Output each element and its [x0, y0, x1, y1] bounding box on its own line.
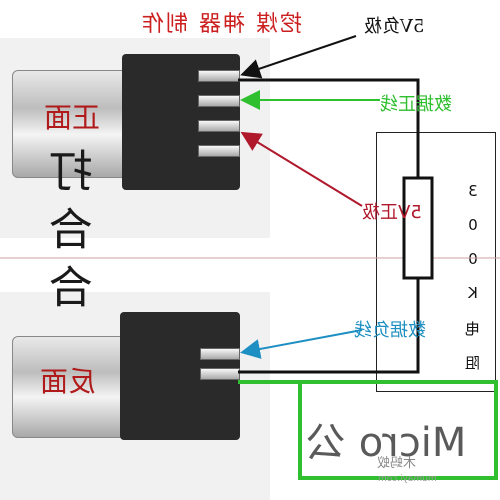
black-wire-top	[238, 78, 420, 178]
top-pin-3	[198, 120, 240, 132]
black-wire-bottom	[238, 278, 420, 374]
resistor-box	[376, 132, 496, 392]
label-5v-positive: 5V正极	[362, 202, 422, 223]
label-data-positive: 数据正线	[380, 94, 452, 115]
label-5v-negative: 5V负极	[364, 16, 425, 37]
label-data-negative: 数据负线	[354, 320, 426, 341]
watermark-url: mumayi.com	[378, 474, 437, 484]
resistor-symbol	[402, 176, 434, 280]
top-pin-1	[198, 70, 240, 82]
arrow-data-negative	[240, 329, 363, 359]
top-pin-4	[198, 145, 240, 157]
arrow-5v-negative	[240, 35, 357, 79]
top-pin-2	[198, 95, 240, 107]
bottom-pin-2	[200, 368, 240, 380]
micro-green-box	[238, 380, 498, 480]
watermark-text: 木蚂蚁	[377, 456, 417, 471]
bottom-pin-1	[200, 348, 240, 360]
arrow-5v-positive	[240, 131, 363, 207]
